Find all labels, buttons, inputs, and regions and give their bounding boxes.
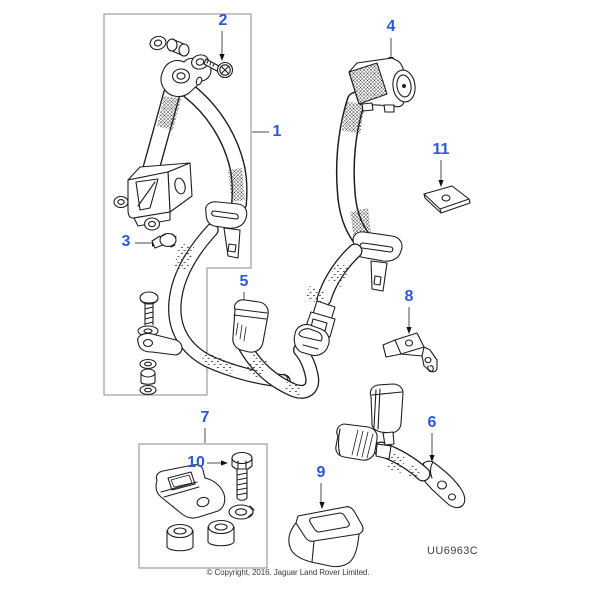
part-9-cover-drawing (288, 506, 364, 568)
callout-11[interactable]: 11 (432, 141, 450, 158)
part-6-buckle-bracket-drawing (335, 383, 466, 509)
callout-7[interactable]: 7 (200, 409, 210, 426)
part-2-bolt-drawing (203, 58, 234, 79)
part-8-mounting-bracket-drawing (382, 332, 438, 373)
callout-4[interactable]: 4 (386, 18, 396, 35)
callout-3[interactable]: 3 (121, 233, 131, 250)
callout-10[interactable]: 10 (187, 454, 205, 471)
group-box-part-1 (103, 13, 252, 396)
copyright-text: © Copyright, 2016. Jaguar Land Rover Lim… (206, 568, 370, 577)
part-4-rear-retractor-drawing (304, 57, 416, 338)
callout-1[interactable]: 1 (272, 123, 282, 140)
part-1-front-seatbelt-drawing (113, 35, 288, 396)
callout-8[interactable]: 8 (404, 288, 414, 305)
part-11-shim-drawing (423, 185, 471, 214)
part-7-fixing-kit-drawing (155, 451, 255, 552)
diagram-code: UU6963C (427, 545, 479, 557)
callout-9[interactable]: 9 (316, 464, 326, 481)
callout-5[interactable]: 5 (239, 273, 249, 290)
group-box-part-7 (138, 443, 268, 569)
callout-2[interactable]: 2 (218, 12, 228, 29)
part-5-centre-buckles-drawing (232, 286, 330, 396)
callout-6[interactable]: 6 (427, 414, 437, 431)
